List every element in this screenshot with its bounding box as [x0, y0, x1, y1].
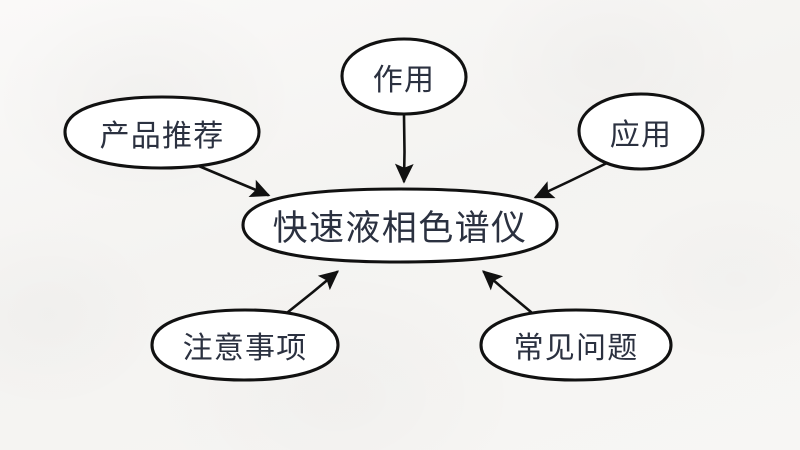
- edge-chanpin-center: [192, 162, 271, 198]
- edge-yingyong-center: [533, 161, 609, 199]
- nodes-group: [63, 37, 705, 382]
- edges-group: [192, 113, 609, 314]
- node-shape-changjian[interactable]: [479, 308, 673, 382]
- node-shape-zuoyong[interactable]: [340, 37, 468, 116]
- node-shape-yingyong[interactable]: [577, 92, 705, 171]
- edge-zuoyong-center: [394, 113, 414, 184]
- node-shape-zhuyi[interactable]: [150, 308, 340, 382]
- node-shape-chanpin[interactable]: [63, 95, 261, 170]
- node-shape-center[interactable]: [241, 187, 559, 264]
- edge-changjian-center: [482, 270, 533, 314]
- edge-zhuyi-center: [286, 270, 339, 314]
